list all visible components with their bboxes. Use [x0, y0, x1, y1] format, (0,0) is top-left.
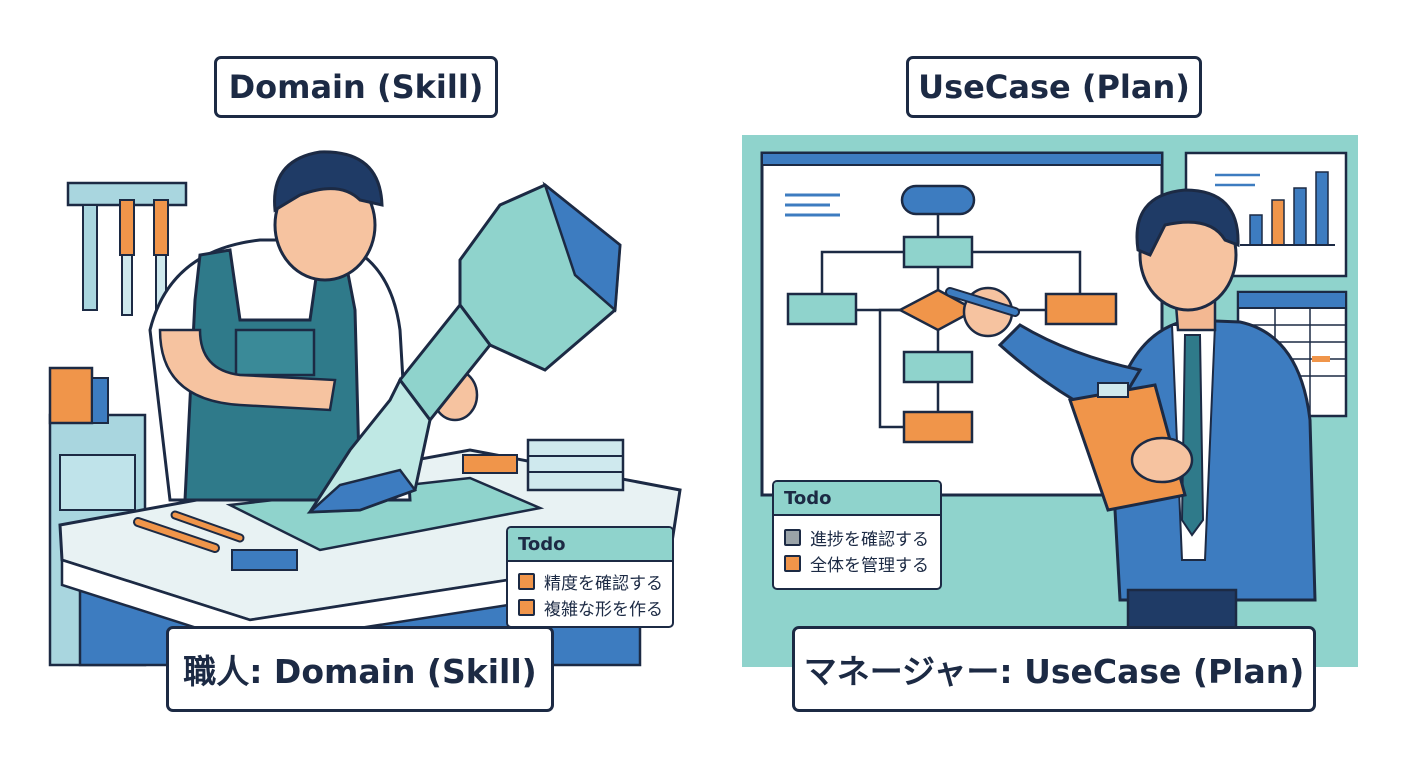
right-panel-caption: マネージャー: UseCase (Plan): [792, 626, 1316, 712]
left-todo-card: Todo 精度を確認する 複雑な形を作る: [506, 526, 674, 628]
left-panel-title: Domain (Skill): [214, 56, 498, 118]
craftsman-figure: [148, 150, 479, 502]
tool-rack: [66, 181, 188, 316]
checkbox-icon: [518, 572, 535, 590]
right-todo-item-label: 進捗を確認する: [810, 529, 929, 550]
left-panel-caption-text: 職人: Domain (Skill): [183, 652, 537, 691]
left-todo-item: 複雑な形を作る: [508, 594, 672, 620]
right-todo-header: Todo: [774, 482, 940, 516]
right-panel-title-text: UseCase (Plan): [918, 68, 1190, 106]
right-todo-item: 全体を管理する: [774, 550, 940, 576]
left-todo-header: Todo: [508, 528, 672, 562]
checkbox-icon: [518, 598, 535, 616]
sword-sculpture: [306, 181, 622, 514]
left-panel-title-text: Domain (Skill): [228, 68, 484, 106]
checkbox-icon: [784, 528, 801, 546]
right-todo-item: 進捗を確認する: [774, 524, 940, 550]
left-todo-item-label: 複雑な形を作る: [544, 599, 663, 620]
right-todo-card: Todo 進捗を確認する 全体を管理する: [772, 480, 942, 590]
left-todo-item-label: 精度を確認する: [544, 573, 663, 594]
left-panel-caption: 職人: Domain (Skill): [166, 626, 554, 712]
flowchart: [786, 184, 1118, 444]
right-panel-caption-text: マネージャー: UseCase (Plan): [803, 652, 1305, 691]
right-panel-title: UseCase (Plan): [906, 56, 1202, 118]
right-todo-item-label: 全体を管理する: [810, 555, 929, 576]
checkbox-icon: [784, 554, 801, 572]
left-todo-item: 精度を確認する: [508, 568, 672, 594]
